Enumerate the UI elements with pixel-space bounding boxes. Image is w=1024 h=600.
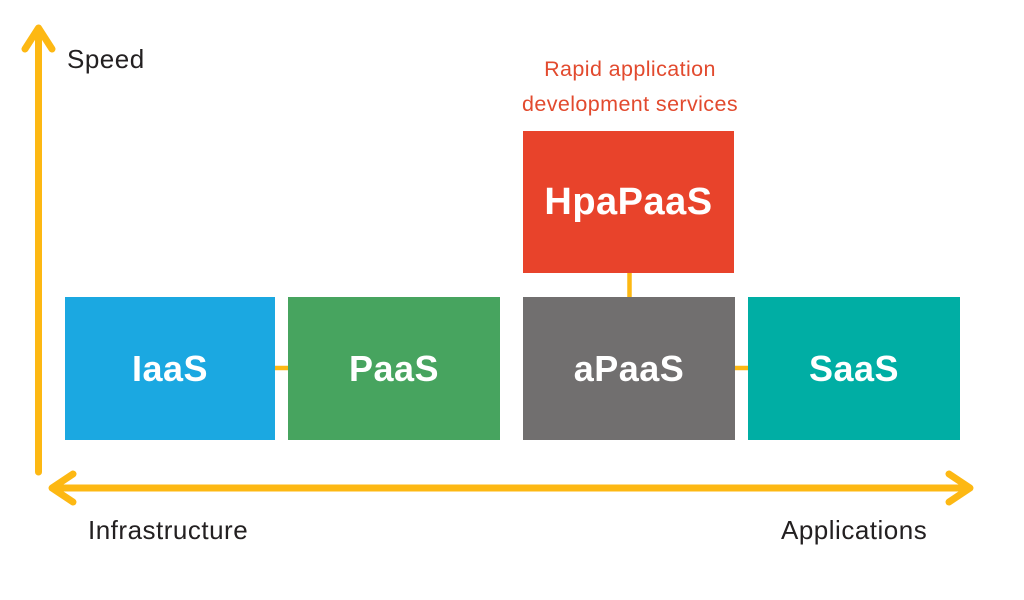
applications-axis-label: Applications — [781, 515, 928, 545]
box-paas: PaaS — [288, 297, 500, 440]
infrastructure-applications-axis-arrow — [48, 470, 974, 506]
box-saas-label: SaaS — [808, 347, 900, 389]
box-hpapaas: HpaPaaS — [523, 131, 734, 273]
rapid-development-caption: Rapid application development services — [480, 52, 780, 122]
box-paas-label: PaaS — [348, 347, 440, 389]
caption-line-1: Rapid application — [544, 57, 716, 81]
box-iaas: IaaS — [65, 297, 275, 440]
box-hpapaas-label: HpaPaaS — [544, 180, 713, 223]
caption-line-2: development services — [522, 92, 738, 116]
box-iaas-label: IaaS — [131, 347, 209, 389]
box-saas: SaaS — [748, 297, 960, 440]
box-apaas: aPaaS — [523, 297, 735, 440]
speed-axis-arrow — [21, 24, 56, 476]
infrastructure-axis-label: Infrastructure — [88, 515, 249, 545]
speed-axis-label: Speed — [67, 44, 145, 74]
box-apaas-label: aPaaS — [573, 347, 685, 389]
